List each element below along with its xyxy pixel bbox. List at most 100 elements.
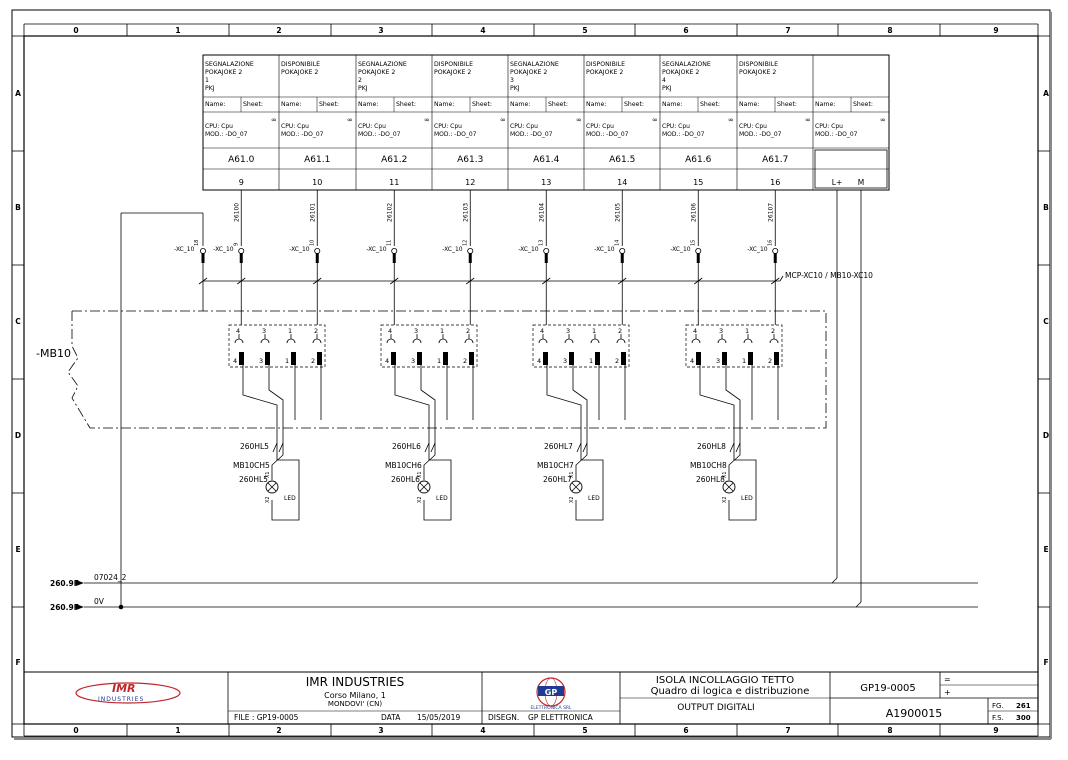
grid-column-label: 8 [887,26,892,35]
slot-sheet-label: Sheet: [777,101,797,108]
terminal-label: -XC_10 [366,246,387,253]
terminal-number: 16 [767,240,773,246]
grid-column-label: 7 [785,26,790,35]
slot-pin: 10 [312,178,322,187]
pin-label-bottom: 3 [259,357,263,365]
pin-label-top: 2 [314,327,318,335]
slot-sheet-label: Sheet: [396,101,416,108]
slot-sheet-label: Sheet: [472,101,492,108]
slot-address: A61.5 [609,155,635,165]
link-icon: ∞ [424,116,430,124]
terminal-number: 11 [386,240,392,246]
pin-label-bottom: 2 [615,357,619,365]
document-number: A1900015 [886,707,943,720]
lamp-x2: X2 [265,496,271,503]
slot-code: PKJ [205,85,215,92]
wire-number: 26106 [690,203,697,222]
pin-label-top: 2 [771,327,775,335]
slot-cpu: CPU: Cpu [586,123,614,130]
lamp-x1: X1 [569,471,575,478]
grid-column-label: 5 [582,26,587,35]
lamp-ref: 260HL8 [696,475,725,484]
slot-subtitle: POKAJOKE 2 [281,69,318,76]
svg-text:INDUSTRIES: INDUSTRIES [98,696,144,703]
lamp-icon [417,480,431,494]
grid-column-label: 9 [993,726,998,735]
supply-rails: 260.9F 260.9F 07024_2 0V [50,190,978,612]
grid-column-label: 3 [378,26,383,35]
cable-label: MCP-XC10 / MB10-XC10 [785,271,873,280]
pin-label-top: 2 [466,327,470,335]
svg-text:ELETTRONICA SRL: ELETTRONICA SRL [530,705,572,711]
slot-subtitle: POKAJOKE 2 [205,69,242,76]
pin-label-bottom: 1 [437,357,441,365]
supply-ref-2: 260.9F [50,603,79,612]
pin-label-top: 1 [592,327,596,335]
pin-label-top: 4 [693,327,697,335]
file-label: FILE : GP19-0005 [234,713,299,722]
lamp-icon [265,480,279,494]
grid-row-label: E [15,545,20,554]
link-icon: ∞ [652,116,658,124]
slot-cpu: CPU: Cpu [510,123,538,130]
pin-label-bottom: 2 [768,357,772,365]
date-label: DATA [381,713,401,722]
pin-label-top: 1 [440,327,444,335]
wire-number: 26105 [614,203,621,222]
slot-address: A61.2 [381,155,407,165]
slot-title: DISPONIBILE [281,61,320,68]
pin-label-bottom: 4 [537,357,541,365]
terminal-label: -XC_10 [442,246,463,253]
slot-name-label: Name: [739,101,759,108]
pin-label-bottom: 2 [311,357,315,365]
l-plus-label: L+ [832,178,842,187]
slot-pin: 9 [239,178,244,187]
pin-label-top: 3 [566,327,570,335]
terminal-number: 9 [233,243,239,246]
slot-title: DISPONIBILE [434,61,473,68]
lamp-led-label: LED [741,495,753,502]
slot-index: 3 [510,77,514,84]
grid-row-label: B [1043,203,1049,212]
grid-column-label: 1 [175,26,180,35]
connector-ref: MB10CH7 [537,461,574,470]
slot-sheet-label: Sheet: [853,101,873,108]
grid-column-label: 9 [993,26,998,35]
slot-module: MOD.: -DO_07 [281,131,324,138]
device-label-mb10: -MB10 [36,347,71,360]
grid-row-label: F [1043,658,1048,667]
pin-label-bottom: 1 [742,357,746,365]
slot-pin: 14 [617,178,627,187]
output-wiring: MCP-XC10 / MB10-XC10-XC_101826100-XC_109… [174,190,873,311]
supply-label-2: 0V [94,597,105,606]
grid-column-label: 7 [785,726,790,735]
grid-row-label: A [15,89,21,98]
pin-label-bottom: 2 [463,357,467,365]
sheet-subtitle: OUTPUT DIGITALI [677,703,754,713]
slot-module: MOD.: -DO_07 [586,131,629,138]
pin-label-bottom: 3 [563,357,567,365]
slot-name-label: Name: [434,101,454,108]
slot-subtitle: POKAJOKE 2 [586,69,623,76]
svg-text:GP: GP [545,688,558,697]
slot-pin: 11 [389,178,399,187]
slot-title: SEGNALAZIONE [510,61,559,68]
grid-column-label: 6 [683,726,688,735]
slot-pin: 12 [465,178,475,187]
lamp-led-label: LED [436,495,448,502]
slot-pin: 16 [770,178,780,187]
